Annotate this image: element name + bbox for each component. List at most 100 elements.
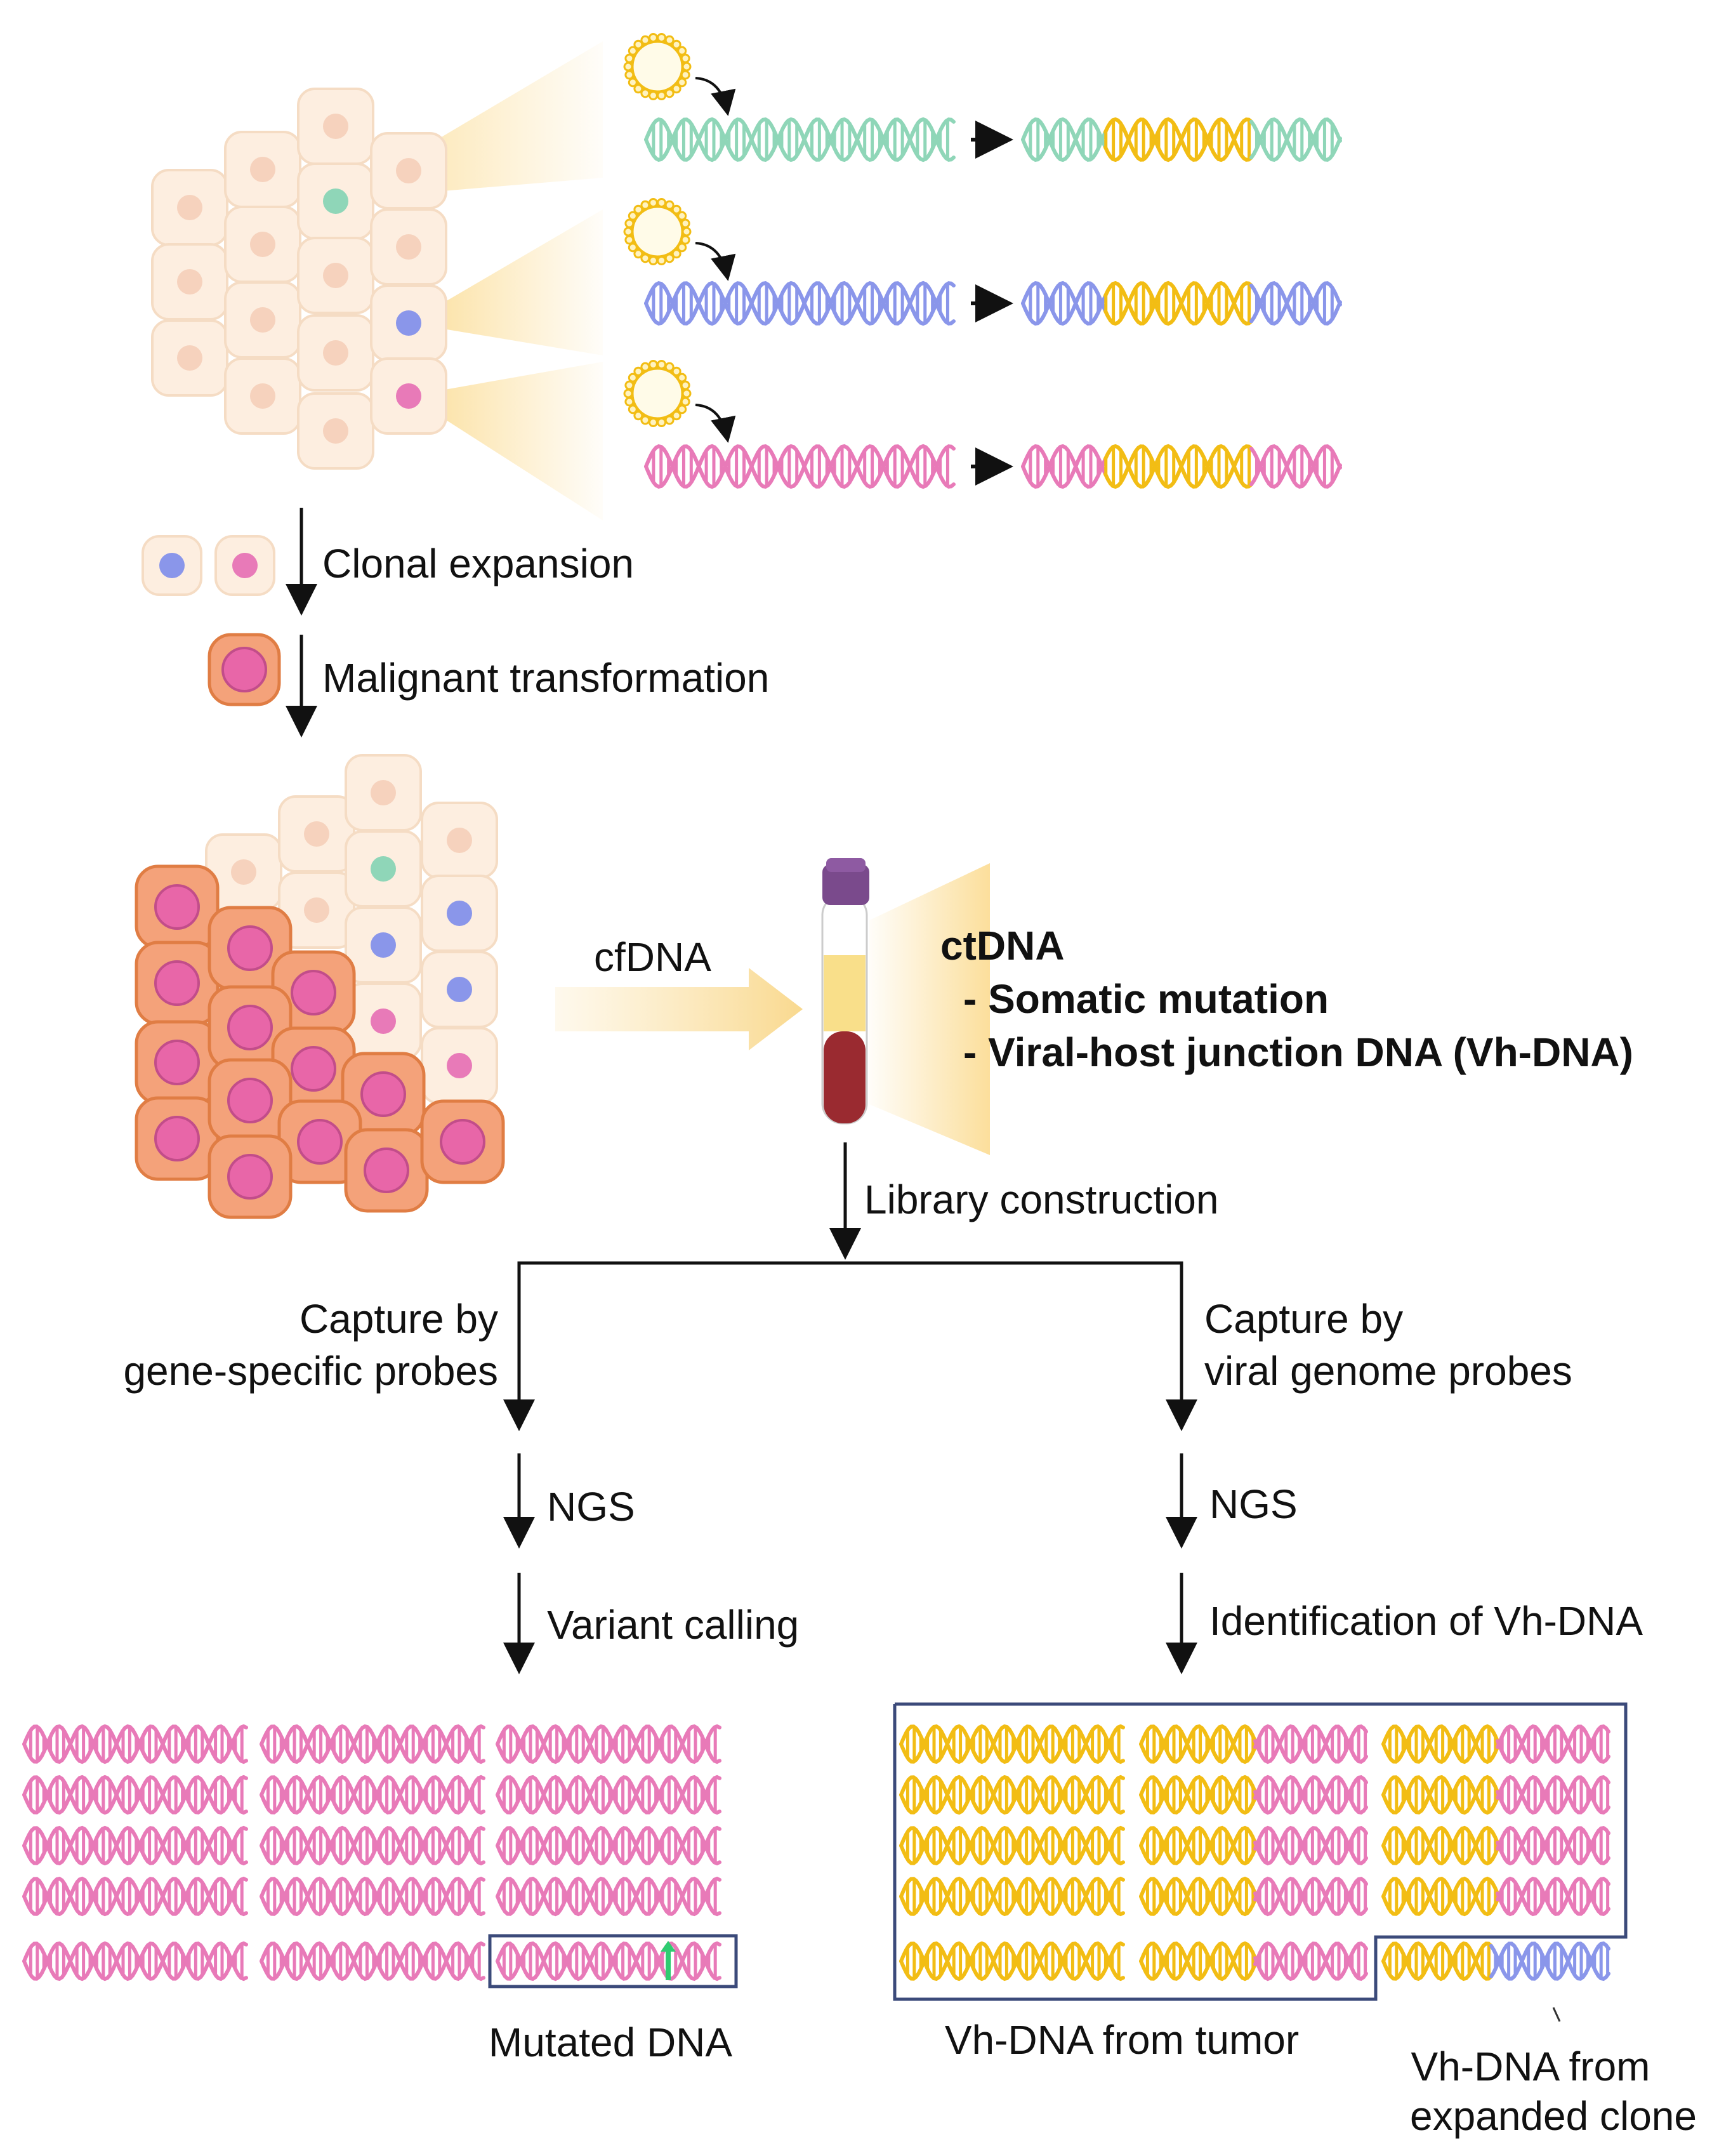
label-capture-viral-1: Capture by xyxy=(1204,1296,1403,1342)
dna-segment xyxy=(1139,1724,1257,1764)
integrated-dna xyxy=(1021,444,1342,489)
virus-spike xyxy=(623,62,633,72)
dna-segment xyxy=(1381,1941,1493,1981)
viral-fragment xyxy=(899,1775,1125,1815)
dna-strand xyxy=(260,1941,485,1981)
normal-cell xyxy=(224,281,301,359)
tumor-nucleus xyxy=(360,1071,406,1117)
dna-segment xyxy=(496,1825,721,1866)
dna-segment xyxy=(1381,1775,1499,1815)
label-variant-calling: Variant calling xyxy=(547,1602,799,1648)
marked-cell xyxy=(297,162,374,240)
virus-spike xyxy=(671,249,682,259)
dna-strand xyxy=(260,1825,485,1866)
cfdna-fragment xyxy=(496,1876,721,1917)
dna-strand xyxy=(899,1724,1125,1764)
label-ngs-left: NGS xyxy=(547,1484,635,1530)
virus-spike xyxy=(628,211,638,221)
cell-nucleus xyxy=(159,553,185,578)
tumor-cell xyxy=(277,1099,362,1184)
cell-nucleus xyxy=(447,901,472,926)
cell-nucleus xyxy=(323,340,348,366)
virus-spike xyxy=(640,415,650,425)
cfdna-arrow xyxy=(555,968,803,1050)
dna-segment xyxy=(1021,117,1107,162)
dna-segment xyxy=(1253,1876,1368,1917)
label-vh-from-clone-2: expanded clone xyxy=(1410,2093,1697,2139)
vh-junction-fragment xyxy=(1381,1775,1610,1815)
virus-spike xyxy=(657,418,667,428)
dna-strand xyxy=(1139,1775,1257,1815)
dna-strand xyxy=(1381,1724,1499,1764)
mutated-dna-box xyxy=(488,1934,738,1988)
cell-nucleus xyxy=(371,932,396,958)
normal-cell xyxy=(151,319,228,397)
curved-arrow xyxy=(695,404,736,443)
virus-spike xyxy=(628,77,638,88)
cell-nucleus xyxy=(323,114,348,139)
cell-nucleus xyxy=(323,263,348,288)
virus-spike xyxy=(682,227,692,237)
clone-cell-pink xyxy=(214,535,275,596)
tumor-cell xyxy=(344,1128,429,1213)
dna-strand xyxy=(1381,1941,1493,1981)
virus-icon xyxy=(623,32,736,116)
cell-nucleus xyxy=(396,234,421,260)
vh-junction-fragment xyxy=(1381,1724,1610,1764)
normal-cell xyxy=(224,357,301,435)
dna-strand xyxy=(1139,1876,1257,1917)
dna-segment xyxy=(1489,1941,1610,1981)
dna-strand xyxy=(260,1724,485,1764)
label-ngs-right: NGS xyxy=(1209,1481,1298,1527)
tumor-cell xyxy=(135,864,220,949)
virus-spike xyxy=(628,404,638,414)
virus-spike xyxy=(664,35,675,45)
vh-junction-fragment xyxy=(1139,1724,1368,1764)
dna-strand xyxy=(1381,1724,1499,1764)
beam-blue xyxy=(409,209,603,355)
label-vh-from-clone-1: Vh-DNA from xyxy=(1411,2044,1650,2089)
virus-spike xyxy=(640,200,650,210)
normal-cell xyxy=(297,392,374,470)
tumor-cell xyxy=(135,1020,220,1105)
virus-spike xyxy=(633,411,643,421)
label-malignant-transformation: Malignant transformation xyxy=(322,655,769,701)
dna-strand xyxy=(899,1876,1125,1917)
dna-strand xyxy=(1249,117,1342,162)
vh-junction-fragment xyxy=(1139,1941,1368,1981)
tube-cap xyxy=(822,864,869,905)
virus-spike xyxy=(664,253,675,263)
dna-strand xyxy=(1381,1775,1499,1815)
dna-strand xyxy=(1139,1825,1257,1866)
virus-spike xyxy=(640,35,650,45)
dna-segment xyxy=(1253,1724,1368,1764)
dna-strand xyxy=(1381,1775,1499,1815)
dna-segment xyxy=(1249,281,1342,326)
normal-cell xyxy=(421,802,498,879)
virus-particles xyxy=(623,32,736,443)
dna-strand xyxy=(496,1876,721,1917)
dna-segment xyxy=(22,1825,248,1866)
tube-plasma xyxy=(824,955,866,1031)
virus-icon xyxy=(623,197,736,281)
dna-segment xyxy=(644,117,956,162)
tumor-nucleus xyxy=(227,1154,273,1200)
dna-segment xyxy=(1381,1724,1499,1764)
vh-junction-fragment xyxy=(1381,1876,1610,1917)
dna-strand xyxy=(1021,444,1107,489)
dna-segment xyxy=(1381,1825,1499,1866)
tumor-nucleus xyxy=(154,1116,200,1161)
curved-arrow xyxy=(695,242,736,281)
tube-glow xyxy=(869,863,990,1155)
cfdna-fragment xyxy=(22,1876,248,1917)
cfdna-fragment xyxy=(260,1876,485,1917)
integrated-dna xyxy=(1021,117,1342,162)
tumor-nucleus xyxy=(154,1040,200,1085)
virus-spike xyxy=(628,242,638,253)
dna-strand xyxy=(1021,281,1107,326)
dna-strand xyxy=(496,1775,721,1815)
cell-nucleus xyxy=(396,383,421,409)
dna-segment xyxy=(260,1876,485,1917)
dna-segment xyxy=(1496,1775,1610,1815)
dna-segment xyxy=(1139,1775,1257,1815)
